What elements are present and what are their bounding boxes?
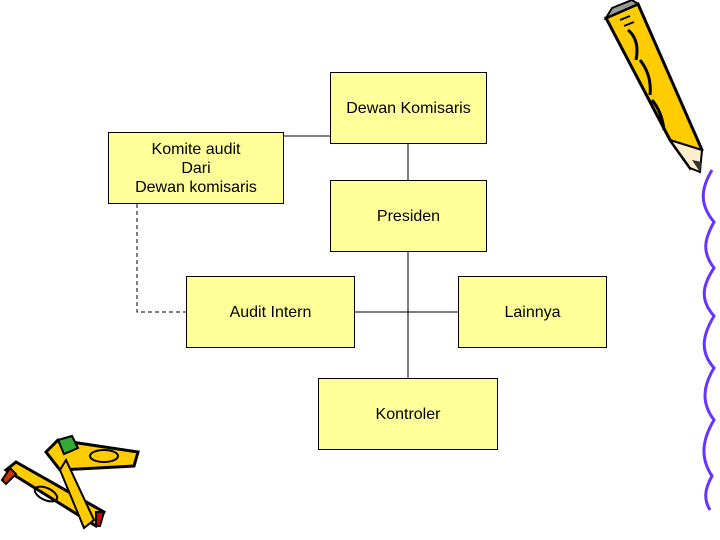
node-audit-intern: Audit Intern — [186, 276, 355, 348]
pencil-icon — [603, 0, 704, 174]
node-presiden: Presiden — [330, 180, 487, 252]
node-audit-intern-label: Audit Intern — [229, 303, 312, 321]
node-lainnya: Lainnya — [458, 276, 607, 348]
node-komite-audit-line-3: Dewan komisaris — [135, 178, 257, 196]
squiggle-line — [701, 169, 716, 511]
node-komite-audit-line-2: Dari — [181, 159, 211, 177]
node-kontroler: Kontroler — [318, 378, 498, 450]
node-dewan-komisaris: Dewan Komisaris — [330, 72, 487, 144]
node-presiden-label: Presiden — [376, 207, 441, 225]
node-lainnya-label: Lainnya — [504, 303, 561, 321]
crayons-icon — [0, 434, 140, 530]
connector-komite-audit-dashed — [136, 204, 186, 313]
node-komite-audit: Komite audit Dari Dewan komisaris — [108, 132, 284, 204]
node-kontroler-label: Kontroler — [375, 405, 441, 423]
node-komite-audit-line-1: Komite audit — [151, 140, 241, 158]
node-dewan-komisaris-label: Dewan Komisaris — [346, 99, 471, 117]
